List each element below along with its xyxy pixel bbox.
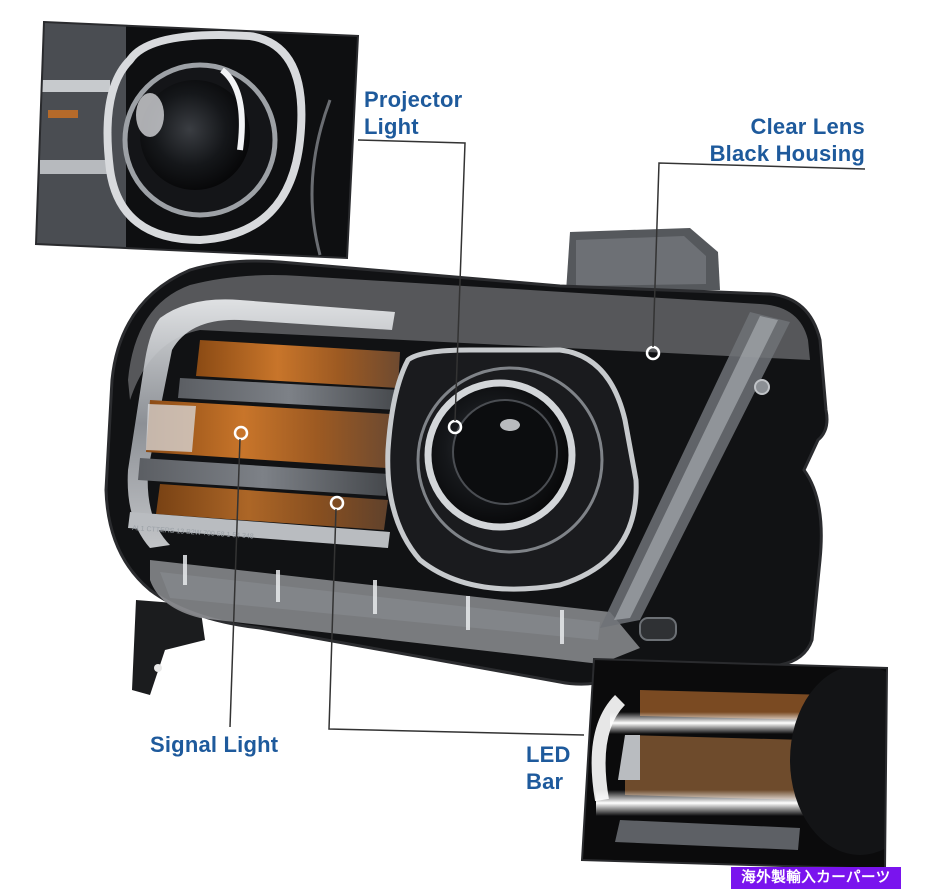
inset-projector-closeup bbox=[34, 20, 360, 260]
headlight-main: AL1 CTTERS 13 B2W 700 58 1 54 348 bbox=[104, 228, 829, 695]
inset-led-closeup bbox=[580, 657, 889, 871]
label-led-line1: LED bbox=[526, 742, 571, 767]
label-clear-lens-black-housing: Clear Lens Black Housing bbox=[668, 113, 865, 167]
leader-signal bbox=[229, 438, 241, 728]
label-projector-line1: Projector bbox=[364, 87, 463, 112]
label-led-bar: LED Bar bbox=[526, 741, 571, 795]
label-projector-light: Projector Light bbox=[364, 86, 462, 140]
leader-lines bbox=[229, 139, 866, 736]
label-clear-lens-line2: Black Housing bbox=[709, 141, 865, 166]
watermark-badge: 海外製輸入カーパーツ bbox=[731, 867, 901, 889]
label-led-line2: Bar bbox=[526, 769, 564, 794]
label-projector-line2: Light bbox=[364, 114, 419, 139]
label-clear-lens-line1: Clear Lens bbox=[750, 114, 865, 139]
label-signal-line1: Signal Light bbox=[150, 732, 279, 757]
leader-led bbox=[328, 508, 585, 736]
marker-signal bbox=[233, 425, 249, 441]
leader-housing bbox=[652, 162, 866, 348]
marker-led bbox=[329, 495, 345, 511]
label-signal-light: Signal Light bbox=[150, 731, 278, 758]
leader-projector bbox=[357, 139, 466, 422]
